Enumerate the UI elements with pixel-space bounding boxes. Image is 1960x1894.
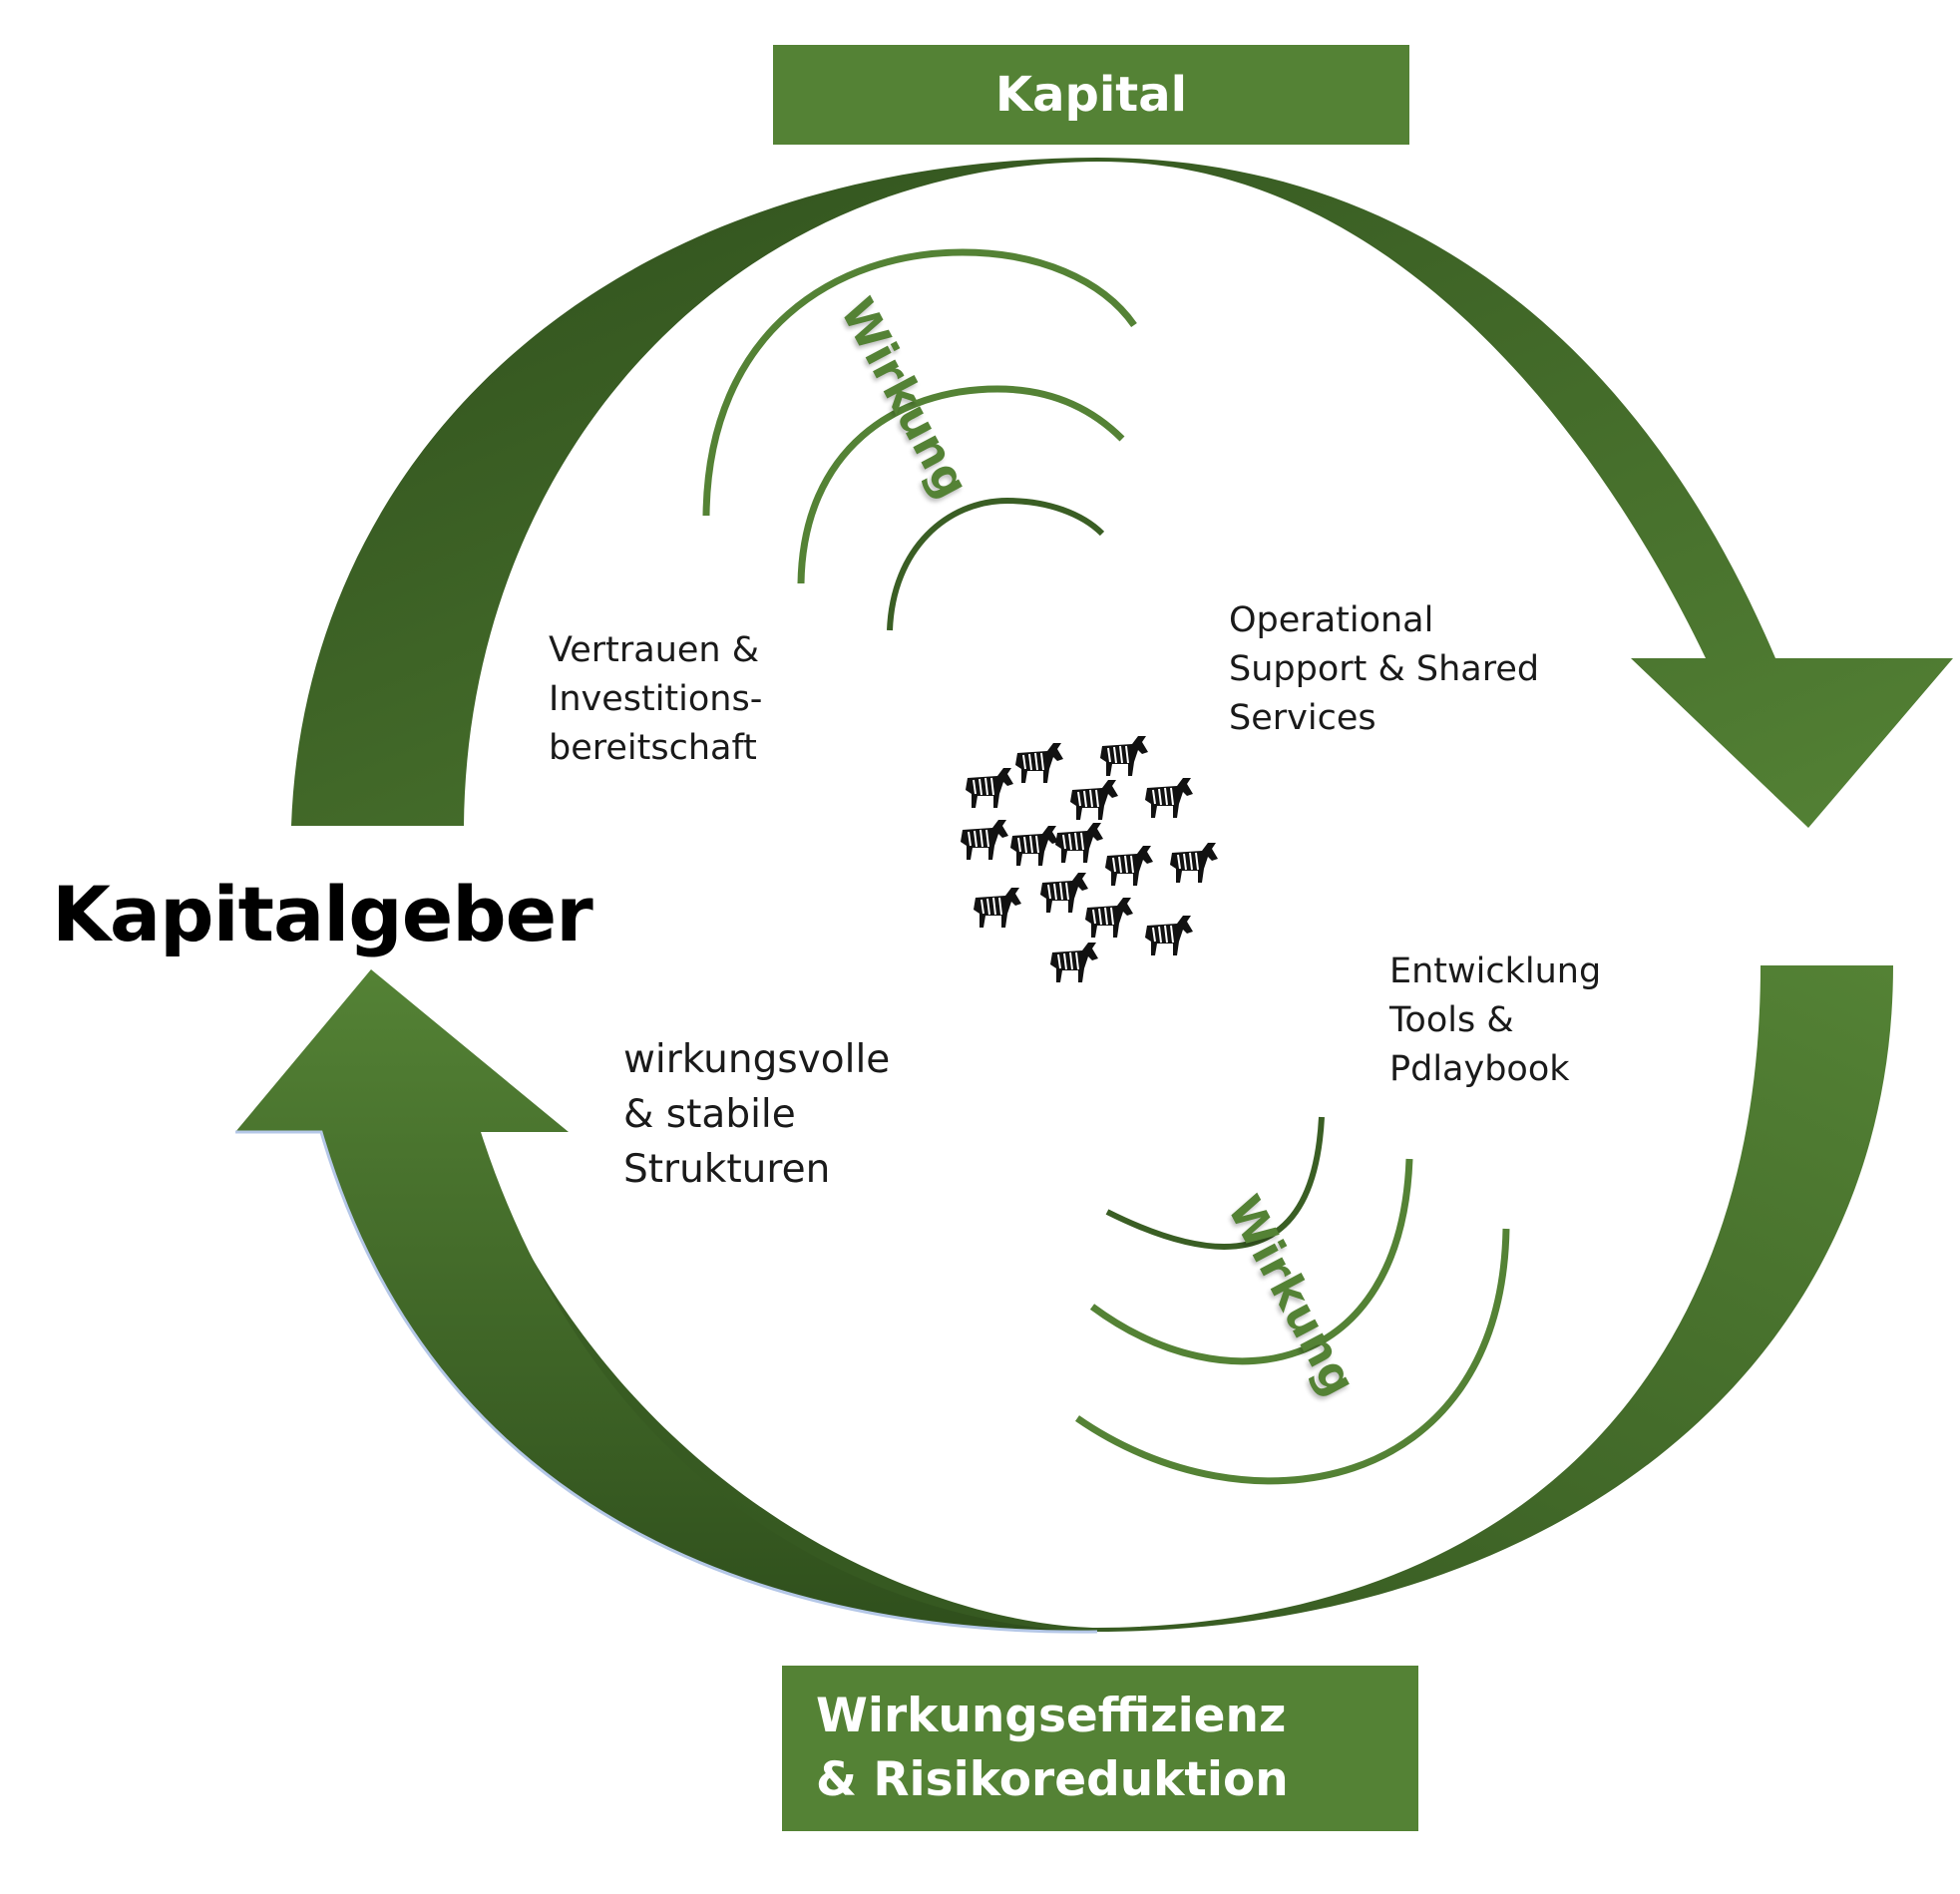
label-operational-line1: Operational: [1229, 600, 1434, 640]
label-entwicklung-line3: Pdlaybook: [1389, 1049, 1570, 1089]
label-vertrauen: Vertrauen & Investitions- bereitschaft: [549, 626, 762, 773]
label-strukturen-line3: Strukturen: [623, 1147, 831, 1192]
label-operational-line2: Support & Shared: [1229, 649, 1540, 689]
kapital-box: Kapital: [773, 45, 1409, 145]
label-strukturen: wirkungsvolle & stabile Strukturen: [623, 1032, 890, 1197]
kapitalgeber-title: Kapitalgeber: [52, 870, 593, 958]
label-entwicklung-line1: Entwicklung: [1389, 951, 1602, 991]
wirkungseffizienz-line2: & Risikoreduktion: [816, 1752, 1289, 1807]
label-entwicklung: Entwicklung Tools & Pdlaybook: [1389, 947, 1601, 1094]
kapital-label: Kapital: [994, 67, 1188, 123]
label-strukturen-line1: wirkungsvolle: [623, 1037, 891, 1082]
top-cycle-arrow: [291, 158, 1953, 828]
wirkungseffizienz-box: Wirkungseffizienz & Risikoreduktion: [782, 1666, 1418, 1831]
top-wave-arcs: [702, 248, 1137, 631]
label-vertrauen-line1: Vertrauen &: [549, 630, 760, 670]
left-cycle-arrowhead: [235, 969, 1097, 1633]
label-operational-line3: Services: [1229, 698, 1376, 738]
bottom-wave-arcs: [1075, 1116, 1510, 1485]
label-entwicklung-line2: Tools &: [1389, 1000, 1514, 1040]
wirkungseffizienz-line1: Wirkungseffizienz: [816, 1689, 1287, 1743]
label-vertrauen-line2: Investitions-: [549, 679, 763, 719]
label-vertrauen-line3: bereitschaft: [549, 728, 757, 768]
label-strukturen-line2: & stabile: [623, 1092, 796, 1137]
zebra-herd-icon: [960, 735, 1219, 983]
arrow-highlight: [235, 1130, 1098, 1634]
label-operational: Operational Support & Shared Services: [1229, 596, 1539, 743]
